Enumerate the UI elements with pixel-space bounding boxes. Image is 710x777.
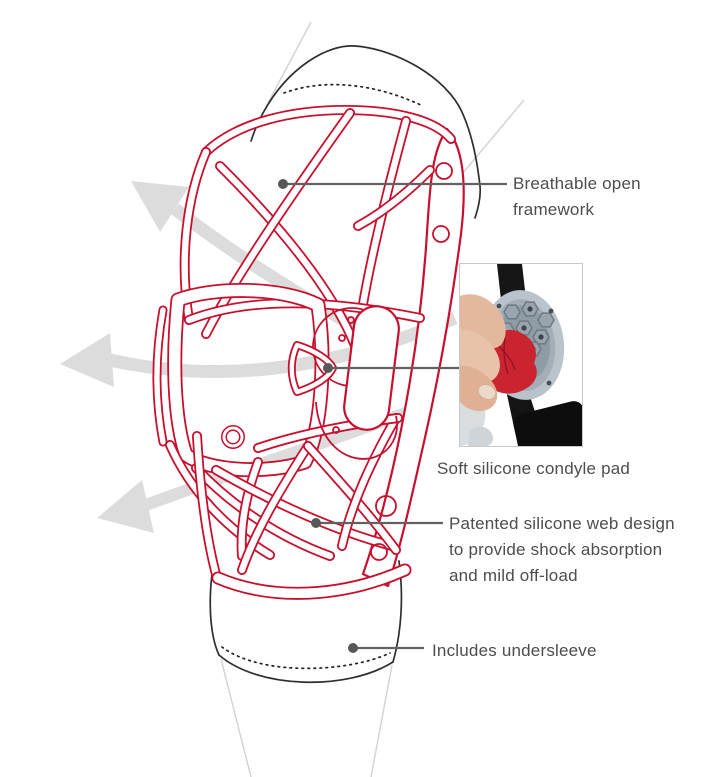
strut-core-stroke <box>238 458 262 560</box>
arrow-tail <box>108 312 458 379</box>
thigh-fade-line <box>451 99 525 187</box>
photo-inset <box>459 263 583 447</box>
callout-line: Patented silicone web design <box>449 514 675 533</box>
rivet-hole <box>432 225 450 243</box>
hinge-rivet <box>347 316 355 324</box>
strut-core-stroke <box>169 284 328 476</box>
strut-core-stroke <box>212 466 396 550</box>
callout-includes-undersleeve: Includes undersleeve <box>432 638 597 664</box>
rivet-hole <box>435 162 453 180</box>
thigh-outline <box>262 45 482 219</box>
arrow-head <box>131 181 189 232</box>
airflow-arrow-icon <box>60 312 458 387</box>
callout-patented-silicone-web: Patented silicone web design to provide … <box>449 511 675 589</box>
strut-core-stroke <box>238 442 312 574</box>
callout-line: to provide shock absorption <box>449 540 663 559</box>
arrow-head <box>60 333 114 387</box>
strut-core-stroke <box>216 162 360 352</box>
callout-line: Soft silicone condyle pad <box>437 459 631 478</box>
strut-core-stroke <box>192 464 334 560</box>
pad-crease-lines <box>497 337 516 375</box>
silicone-web-piece <box>468 426 494 446</box>
strut-core-stroke <box>289 342 336 395</box>
strut-core-stroke <box>202 106 455 156</box>
hinge-rivet <box>338 334 346 342</box>
leader-lines <box>278 179 507 653</box>
thigh-sleeve-dotted-edge <box>283 83 424 107</box>
leg-outline <box>209 21 525 777</box>
photo-frame <box>459 263 583 447</box>
black-pad <box>513 401 582 446</box>
arrow-head <box>97 480 154 533</box>
photo-content <box>460 264 582 446</box>
leader-dot <box>311 518 321 528</box>
hinge-lower-plate <box>315 401 398 460</box>
calf-fade-line <box>220 658 252 777</box>
callout-line: and mild off-load <box>449 566 578 585</box>
leader-dot <box>348 643 358 653</box>
calf-outline-left <box>209 573 220 656</box>
strut-core-stroke <box>193 432 221 582</box>
undersleeve-dotted-edge <box>221 646 391 670</box>
hinge-rivet <box>332 426 340 434</box>
callout-line: Includes undersleeve <box>432 641 597 660</box>
leader-dot <box>278 179 288 189</box>
strut-core-stroke <box>222 426 244 448</box>
callout-breathable-open-framework: Breathable open framework <box>513 171 641 223</box>
callout-line: framework <box>513 200 595 219</box>
strut-core-stroke <box>213 565 410 599</box>
rivet-hole <box>375 495 397 517</box>
thigh-fade-line <box>267 21 312 104</box>
leader-dot <box>323 363 333 373</box>
strut-core-stroke <box>154 307 166 445</box>
calf-fade-line <box>370 664 393 777</box>
callout-soft-silicone-condyle-pad: Soft silicone condyle pad <box>437 456 630 482</box>
strut-core-stroke <box>338 414 400 550</box>
undersleeve-bottom-edge <box>218 654 394 683</box>
callout-line: Breathable open <box>513 174 641 193</box>
rivet-hole <box>370 543 388 561</box>
strut-core-stroke <box>354 166 434 230</box>
thumb-nail <box>477 384 497 400</box>
